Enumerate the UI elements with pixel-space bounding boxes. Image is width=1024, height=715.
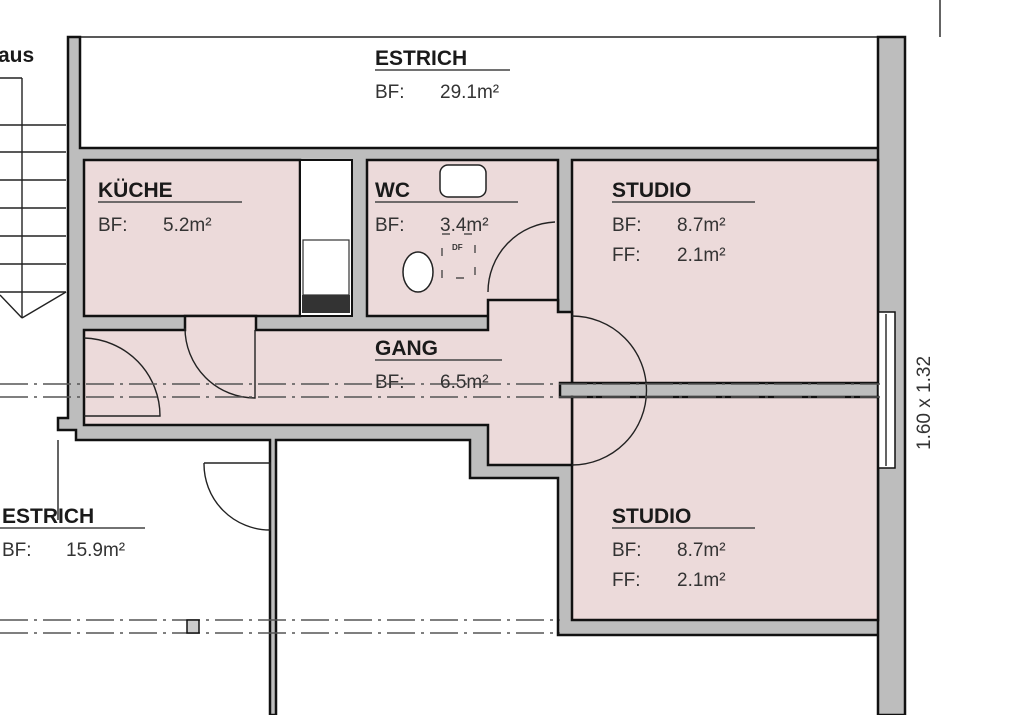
door-swing-icon <box>184 327 256 399</box>
svg-text:BF:: BF: <box>375 82 405 103</box>
svg-text:8.7m²: 8.7m² <box>677 540 726 561</box>
door-swing-icon <box>571 315 648 466</box>
sink-icon <box>439 164 487 198</box>
svg-text:BF:: BF: <box>612 215 642 236</box>
toilet-icon <box>402 251 434 293</box>
svg-text:6.5m²: 6.5m² <box>440 372 489 393</box>
room-kueche <box>82 158 302 318</box>
svg-text:ESTRICH: ESTRICH <box>2 505 94 528</box>
label-estrich-bottom: ESTRICH BF: 15.9m² <box>0 505 145 561</box>
svg-text:5.2m²: 5.2m² <box>163 215 212 236</box>
svg-text:BF:: BF: <box>375 372 405 393</box>
svg-text:FF:: FF: <box>612 245 641 266</box>
svg-text:BF:: BF: <box>2 540 32 561</box>
shower-outline <box>441 233 476 279</box>
svg-text:8.7m²: 8.7m² <box>677 215 726 236</box>
stove-icon <box>302 295 350 313</box>
svg-text:BF:: BF: <box>98 215 128 236</box>
window-dimension-label: 1.60 x 1.32 <box>914 356 935 450</box>
svg-text:BF:: BF: <box>375 215 405 236</box>
svg-text:3.4m²: 3.4m² <box>440 215 489 236</box>
door-swing-icon <box>83 337 161 417</box>
svg-text:FF:: FF: <box>612 570 641 591</box>
staircase <box>0 77 67 319</box>
svg-text:2.1m²: 2.1m² <box>677 245 726 266</box>
svg-text:STUDIO: STUDIO <box>612 505 691 528</box>
svg-text:GANG: GANG <box>375 337 438 360</box>
room-studio-1 <box>570 158 880 385</box>
label-studio-1: STUDIO BF: 8.7m² FF: 2.1m² <box>612 179 755 266</box>
room-studio-2 <box>570 395 880 622</box>
svg-text:ESTRICH: ESTRICH <box>375 47 467 70</box>
svg-text:15.9m²: 15.9m² <box>66 540 125 561</box>
svg-text:WC: WC <box>375 179 410 202</box>
svg-text:STUDIO: STUDIO <box>612 179 691 202</box>
svg-text:2.1m²: 2.1m² <box>677 570 726 591</box>
label-gang: GANG BF: 6.5m² <box>375 337 502 393</box>
door-swing-icon <box>487 221 556 293</box>
svg-text:29.1m²: 29.1m² <box>440 82 499 103</box>
column-marker <box>186 619 200 634</box>
room-label-fragment: aus <box>0 44 34 67</box>
svg-text:BF:: BF: <box>612 540 642 561</box>
label-studio-2: STUDIO BF: 8.7m² FF: 2.1m² <box>612 505 755 591</box>
door-swing-icon <box>203 462 271 531</box>
fridge <box>302 239 350 296</box>
label-wc: WC BF: 3.4m² <box>375 179 518 236</box>
label-kueche: KÜCHE BF: 5.2m² <box>98 179 242 236</box>
room-gang <box>82 298 574 467</box>
fixture-label: DF <box>452 243 463 252</box>
label-estrich-top: ESTRICH BF: 29.1m² <box>375 47 510 103</box>
svg-text:KÜCHE: KÜCHE <box>98 179 173 202</box>
